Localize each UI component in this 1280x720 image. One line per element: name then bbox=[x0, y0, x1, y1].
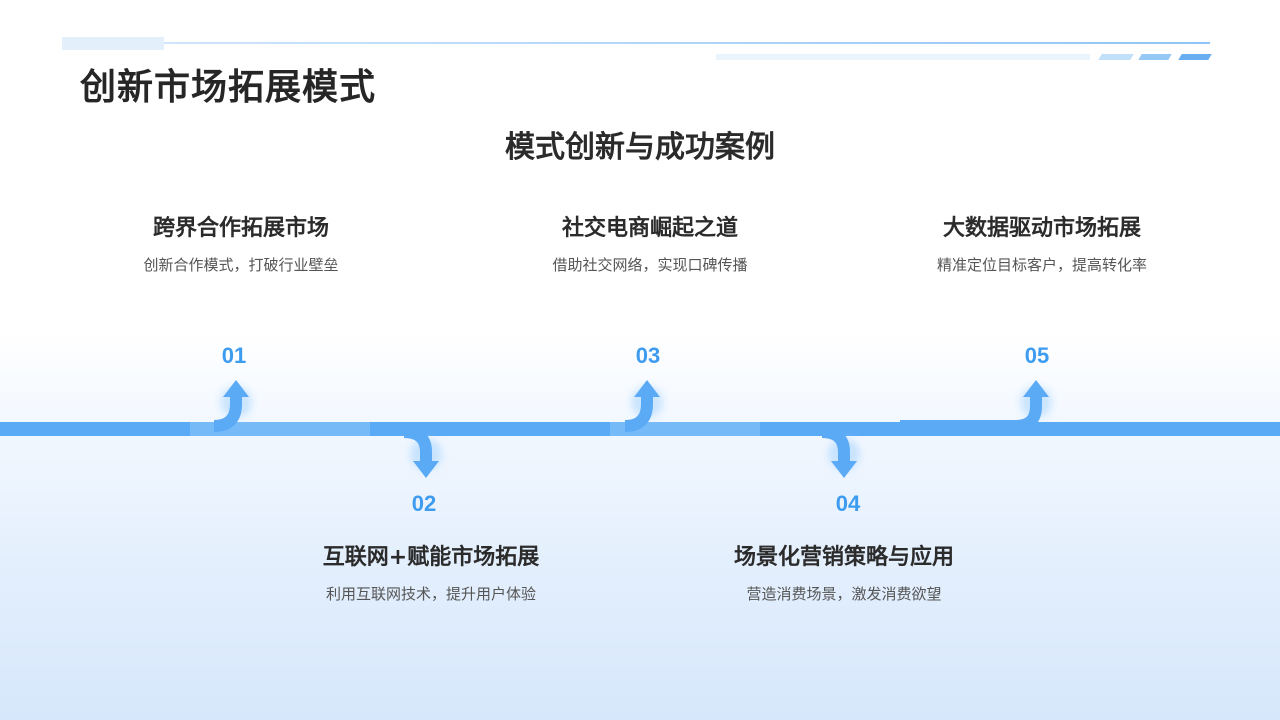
step-02: 互联网+赋能市场拓展 利用互联网技术，提升用户体验 bbox=[271, 539, 591, 604]
step-01: 跨界合作拓展市场 创新合作模式，打破行业壁垒 bbox=[81, 210, 401, 275]
step-heading: 大数据驱动市场拓展 bbox=[942, 216, 1141, 241]
step-description: 营造消费场景，激发消费欲望 bbox=[746, 585, 942, 603]
step-number: 02 bbox=[411, 491, 437, 516]
header-decoration-line bbox=[164, 42, 1210, 44]
timeline-highlight bbox=[610, 422, 760, 436]
up-arrow-icon bbox=[624, 380, 663, 432]
header-decoration-block bbox=[62, 37, 164, 50]
up-arrow-icon bbox=[213, 380, 252, 432]
header-decoration-bar bbox=[716, 54, 1090, 60]
timeline-highlight bbox=[190, 422, 370, 436]
step-04: 场景化营销策略与应用 营造消费场景，激发消费欲望 bbox=[684, 539, 1004, 604]
step-description: 精准定位目标客户，提高转化率 bbox=[936, 256, 1147, 274]
step-heading: 社交电商崛起之道 bbox=[561, 216, 738, 241]
step-heading: 跨界合作拓展市场 bbox=[152, 216, 329, 241]
up-arrow-icon bbox=[900, 380, 1052, 432]
step-description: 借助社交网络，实现口碑传播 bbox=[552, 256, 748, 274]
step-number: 01 bbox=[221, 343, 247, 368]
step-heading: 场景化营销策略与应用 bbox=[733, 545, 954, 570]
section-subtitle: 模式创新与成功案例 bbox=[505, 130, 775, 165]
page-title: 创新市场拓展模式 bbox=[80, 67, 377, 108]
step-description: 创新合作模式，打破行业壁垒 bbox=[143, 256, 339, 274]
step-number: 05 bbox=[1024, 343, 1050, 368]
step-03: 社交电商崛起之道 借助社交网络，实现口碑传播 bbox=[490, 210, 810, 275]
step-05: 大数据驱动市场拓展 精准定位目标客户，提高转化率 bbox=[882, 210, 1202, 275]
down-arrow-icon bbox=[403, 426, 442, 478]
step-description: 利用互联网技术，提升用户体验 bbox=[325, 585, 536, 603]
down-arrow-icon bbox=[821, 426, 860, 478]
step-number: 04 bbox=[835, 491, 861, 516]
step-heading: 互联网+赋能市场拓展 bbox=[322, 545, 540, 570]
step-number: 03 bbox=[635, 343, 661, 368]
